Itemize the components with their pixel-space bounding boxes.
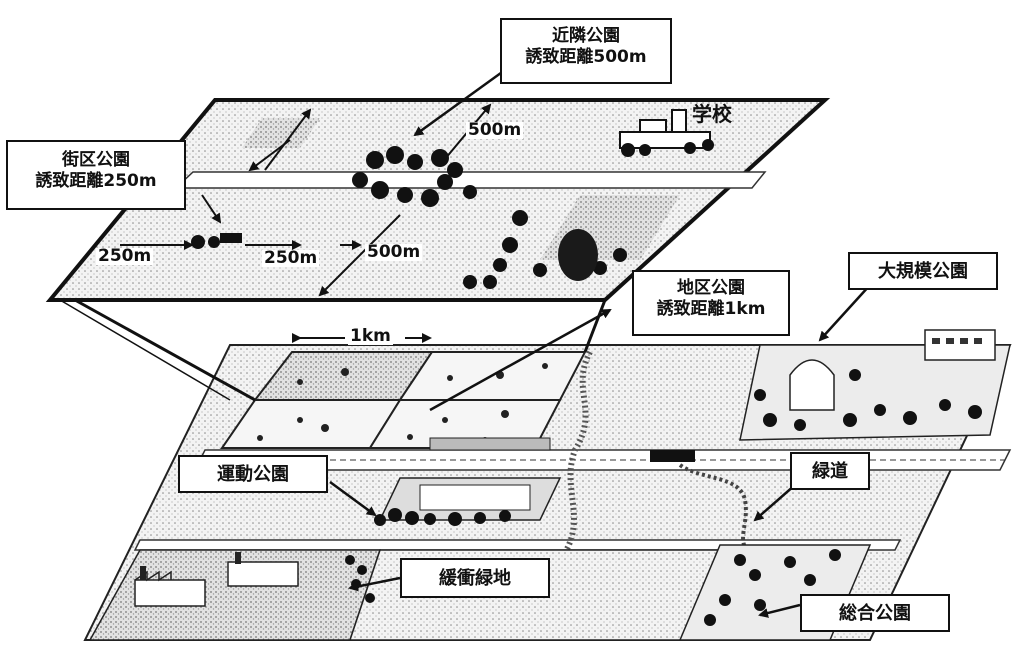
large-park-label: 大規模公園 <box>848 252 998 290</box>
neighborhood-park-label: 近隣公園 誘致距離500m <box>500 18 672 84</box>
block-park-name: 街区公園 <box>62 150 130 170</box>
green-way-label: 緑道 <box>790 452 870 490</box>
sports-park-label: 運動公園 <box>178 455 328 493</box>
district-park-radius: 誘致距離1km <box>656 299 766 320</box>
distance-1km: 1km <box>348 326 393 346</box>
block-park-label: 街区公園 誘致距離250m <box>6 140 186 210</box>
district-park-label: 地区公園 誘致距離1km <box>632 270 790 336</box>
factories <box>134 552 299 607</box>
district-park-name: 地区公園 <box>677 278 745 298</box>
sports-park-area <box>374 477 562 526</box>
zoomed-district-panel <box>45 68 871 618</box>
train <box>429 437 695 462</box>
sports-park-name: 運動公園 <box>217 464 289 485</box>
large-park-name: 大規模公園 <box>878 261 968 282</box>
district-park-trees <box>463 210 627 289</box>
green-way-name: 緑道 <box>812 461 848 482</box>
buffer-green-name: 緩衝緑地 <box>439 568 511 589</box>
distance-500m-mid: 500m <box>365 242 423 262</box>
general-park-label: 総合公園 <box>800 594 950 632</box>
block-park-trees <box>191 233 242 249</box>
distance-500m-top: 500m <box>466 120 524 140</box>
school-label: 学校 <box>692 102 732 126</box>
neighborhood-park-trees <box>352 146 477 207</box>
grid-blocks <box>220 351 587 449</box>
large-park-area <box>739 329 1011 441</box>
distance-250m-left: 250m <box>96 246 154 266</box>
buffer-green-label: 緩衝緑地 <box>400 558 550 598</box>
neighborhood-park-radius: 誘致距離500m <box>525 47 647 68</box>
block-park-radius: 誘致距離250m <box>35 171 157 192</box>
general-park-name: 総合公園 <box>839 603 911 624</box>
school <box>619 109 714 157</box>
pond <box>558 229 598 281</box>
distance-250m-mid: 250m <box>262 248 320 268</box>
neighborhood-park-name: 近隣公園 <box>552 26 620 46</box>
